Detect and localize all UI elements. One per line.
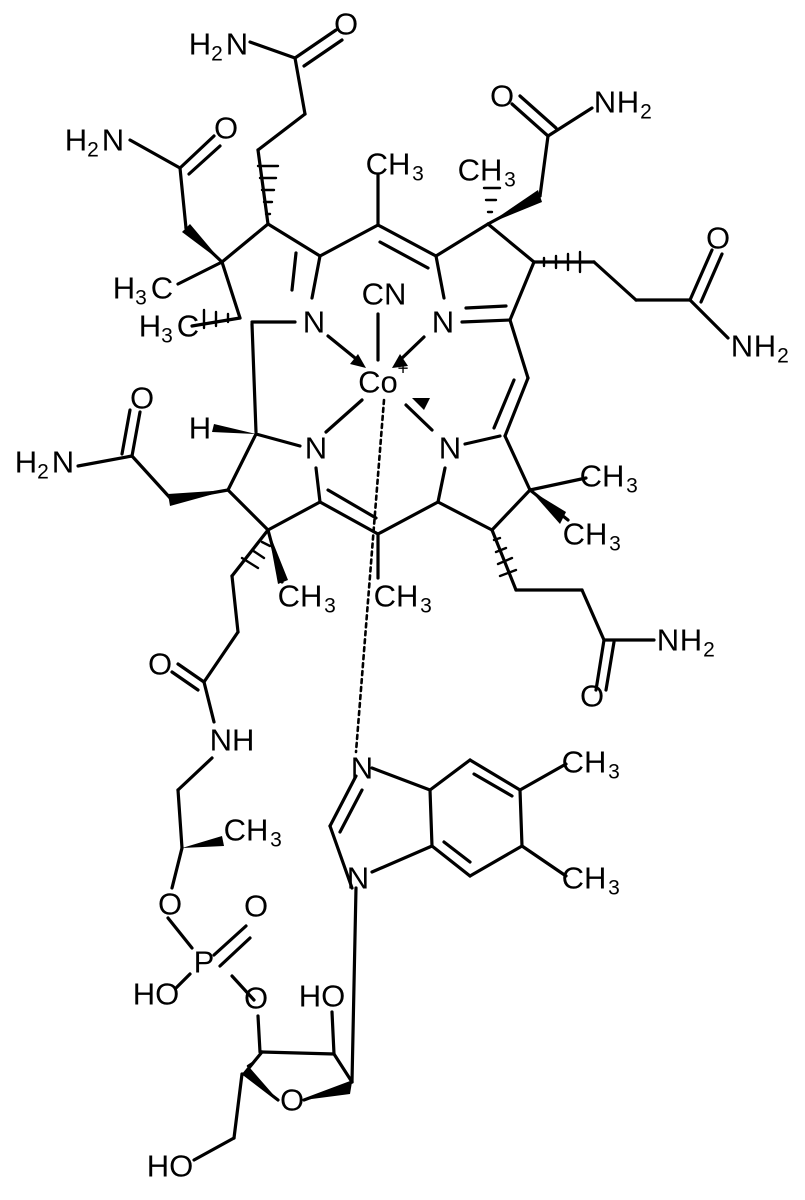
methyl-a1-c: C: [151, 271, 173, 306]
linker-nh: NH: [210, 723, 255, 758]
amide-3-sub: 2: [640, 101, 652, 124]
methyl-c5: CH: [366, 147, 411, 182]
phosphate-o2: O: [244, 889, 268, 924]
methyl-c1: CH: [580, 459, 625, 494]
methyl-benz-1-sub: 3: [608, 761, 620, 784]
amide-2-h: H: [65, 123, 87, 158]
amide-5-h: H: [15, 445, 37, 480]
methyl-benz-1: CH: [562, 745, 607, 780]
methyl-c2-sub: 3: [609, 533, 621, 556]
amide-6-n: N: [657, 623, 679, 658]
phosphate-o1: O: [158, 887, 182, 922]
methyl-c5-sub: 3: [412, 163, 424, 186]
amide-3-h: H: [617, 85, 639, 120]
amide-1-n: N: [226, 27, 248, 62]
cyanide-label: CN: [362, 277, 407, 312]
methyl-benz-2-sub: 3: [608, 877, 620, 900]
cobalt-atom: Co: [358, 365, 398, 400]
imidazole-n2: N: [347, 861, 369, 896]
bond-lines: [76, 28, 730, 1162]
amide-3-o: O: [490, 79, 514, 114]
amide-6-sub: 2: [703, 639, 715, 662]
coordination-arrows: [350, 354, 430, 410]
amide-3-n: N: [594, 85, 616, 120]
atom-labels: Co + CN N N N N H H 2 N O H 2 N O O N H …: [15, 7, 789, 1184]
amide-1-h: H: [189, 27, 211, 62]
amide-4-n: N: [731, 329, 753, 364]
amide-1-sub: 2: [211, 43, 223, 66]
methyl-c2: CH: [563, 517, 608, 552]
amide-5-sub: 2: [37, 461, 49, 484]
imidazole-n1: N: [351, 751, 373, 786]
nitrogen-c: N: [439, 431, 461, 466]
methyl-d1: CH: [278, 579, 323, 614]
phosphate-oh: HO: [133, 977, 180, 1012]
nitrogen-a: N: [303, 305, 325, 340]
methyl-a2-c: C: [177, 309, 199, 344]
stereo-hashes: [202, 164, 582, 1068]
stereo-wedges: [168, 190, 566, 1100]
amide-2-sub: 2: [87, 139, 99, 162]
methyl-c1-sub: 3: [626, 475, 638, 498]
phosphorus-atom: P: [194, 945, 215, 980]
hydrogen-label: H: [189, 411, 211, 446]
methyl-d1-sub: 3: [324, 595, 336, 618]
amide-6-h: H: [680, 623, 702, 658]
ribose-ring-o: O: [280, 1083, 304, 1118]
nitrogen-d: N: [305, 431, 327, 466]
amide-5-o: O: [130, 381, 154, 416]
linker-o: O: [148, 647, 172, 682]
methyl-b1: CH: [458, 153, 503, 188]
amide-4-sub: 2: [777, 345, 789, 368]
methyl-a1-sub: 3: [135, 287, 147, 310]
methyl-a2-h: H: [139, 309, 161, 344]
methyl-chain-sub: 3: [270, 829, 282, 852]
amide-1-o: O: [334, 7, 358, 42]
phosphate-o3: O: [244, 981, 268, 1016]
methyl-a2-sub: 3: [161, 325, 173, 348]
methyl-b1-sub: 3: [504, 169, 516, 192]
amide-4-o: O: [706, 221, 730, 256]
methyl-a1-h: H: [113, 271, 135, 306]
amide-2-n: N: [102, 123, 124, 158]
ribose-ch2oh: HO: [147, 1149, 194, 1184]
methyl-benz-2: CH: [562, 861, 607, 896]
methyl-chain: CH: [224, 813, 269, 848]
cobalt-charge: +: [397, 359, 408, 380]
ribose-oh: HO: [299, 979, 346, 1014]
methyl-c15: CH: [374, 579, 419, 614]
methyl-c15-sub: 3: [420, 595, 432, 618]
nitrogen-b: N: [432, 305, 454, 340]
amide-4-h: H: [754, 329, 776, 364]
amide-6-o: O: [580, 679, 604, 714]
amide-2-o: O: [214, 111, 238, 146]
amide-5-n: N: [52, 445, 74, 480]
